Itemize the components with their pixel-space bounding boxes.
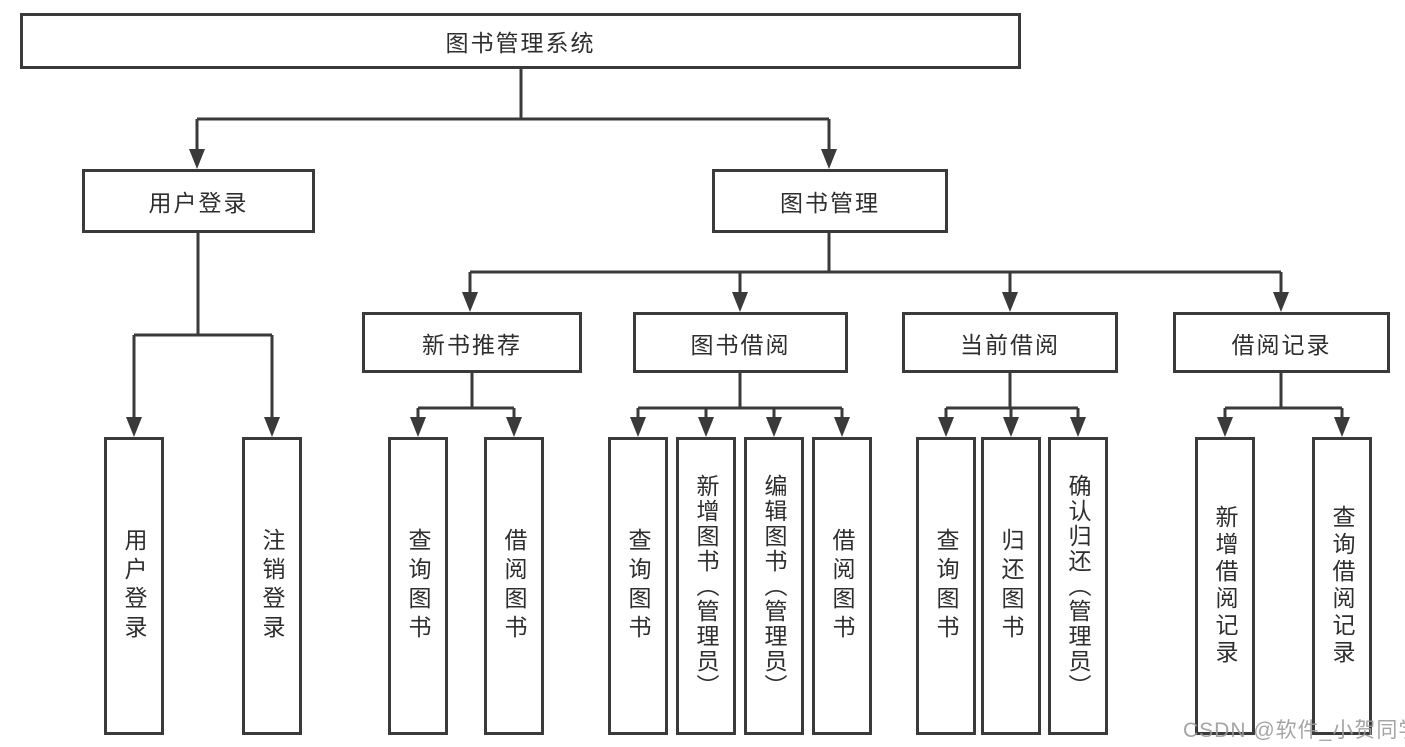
arrow-icon	[1003, 417, 1019, 437]
leaf-user-login: 用户登录	[104, 437, 164, 735]
node-book-management: 图书管理	[712, 169, 948, 233]
node-book-borrow: 图书借阅	[633, 312, 848, 373]
arrow-icon	[126, 417, 142, 437]
node-label: 图书管理系统	[445, 30, 596, 56]
arrow-icon	[1002, 292, 1018, 312]
leaf-add-borrow-record: 新增借阅记录	[1195, 437, 1255, 735]
arrow-icon	[732, 292, 748, 312]
node-label: 借阅记录	[1231, 331, 1332, 358]
leaf-label: 新增图书（管理员）	[693, 473, 719, 699]
leaf-logout: 注销登录	[242, 437, 302, 735]
leaf-borrow-books: 借阅图书	[812, 437, 872, 735]
connector-bookborrow-to-leaves	[636, 373, 844, 419]
arrow-icon	[264, 417, 280, 437]
arrow-icon	[189, 149, 205, 169]
leaf-query-borrow-record: 查询借阅记录	[1312, 437, 1372, 735]
connector-bookmgmt-to-level3	[468, 233, 1283, 294]
arrow-icon	[1334, 417, 1350, 437]
connector-root-to-level2	[195, 69, 831, 151]
node-label: 当前借阅	[960, 331, 1060, 358]
leaf-query-books-borrow: 查询图书	[608, 437, 668, 735]
node-label: 用户登录	[148, 190, 249, 216]
arrow-icon	[766, 417, 782, 437]
arrow-icon	[834, 417, 850, 437]
leaf-add-book-admin: 新增图书（管理员）	[676, 437, 736, 735]
connector-currentborrow-to-leaves	[944, 373, 1080, 419]
arrow-icon	[821, 149, 837, 169]
leaf-edit-book-admin: 编辑图书（管理员）	[744, 437, 804, 735]
arrow-icon	[1217, 417, 1233, 437]
leaf-label: 查询借阅记录	[1329, 505, 1355, 667]
leaf-label: 编辑图书（管理员）	[761, 473, 787, 699]
arrow-icon	[698, 417, 714, 437]
leaf-label: 借阅图书	[829, 528, 855, 644]
arrow-icon	[506, 417, 522, 437]
arrow-icon	[1273, 292, 1289, 312]
arrow-icon	[462, 292, 478, 312]
leaf-label: 查询图书	[405, 528, 431, 644]
leaf-label: 注销登录	[259, 528, 285, 644]
connector-borrowrecord-to-leaves	[1223, 373, 1344, 419]
node-borrow-records: 借阅记录	[1173, 312, 1390, 373]
leaf-query-books-current: 查询图书	[916, 437, 976, 735]
leaf-label: 新增借阅记录	[1212, 505, 1238, 667]
leaf-label: 用户登录	[121, 528, 147, 644]
arrow-icon	[1070, 417, 1086, 437]
arrowheads	[126, 149, 1350, 437]
leaf-query-books-newbook: 查询图书	[388, 437, 448, 735]
leaf-label: 查询图书	[933, 528, 959, 644]
node-label: 图书借阅	[690, 331, 791, 358]
leaf-label: 借阅图书	[501, 528, 527, 644]
connector-newbook-to-leaves	[416, 373, 516, 419]
arrow-icon	[410, 417, 426, 437]
leaf-confirm-return-admin: 确认归还（管理员）	[1048, 437, 1108, 735]
leaf-label: 确认归还（管理员）	[1065, 473, 1091, 699]
csdn-watermark: CSDN @软件_小贺同学	[1183, 719, 1405, 742]
arrow-icon	[630, 417, 646, 437]
node-new-book-recommend: 新书推荐	[362, 312, 582, 373]
node-root: 图书管理系统	[20, 13, 1021, 69]
connector-userlogin-to-leaves	[132, 233, 274, 419]
node-label: 新书推荐	[422, 331, 522, 358]
leaf-borrow-books-newbook: 借阅图书	[484, 437, 544, 735]
node-label: 图书管理	[780, 190, 880, 216]
leaf-label: 查询图书	[625, 528, 651, 644]
arrow-icon	[938, 417, 954, 437]
leaf-label: 归还图书	[998, 528, 1024, 644]
leaf-return-books: 归还图书	[981, 437, 1041, 735]
node-current-borrow: 当前借阅	[902, 312, 1118, 373]
node-user-login: 用户登录	[82, 169, 315, 233]
